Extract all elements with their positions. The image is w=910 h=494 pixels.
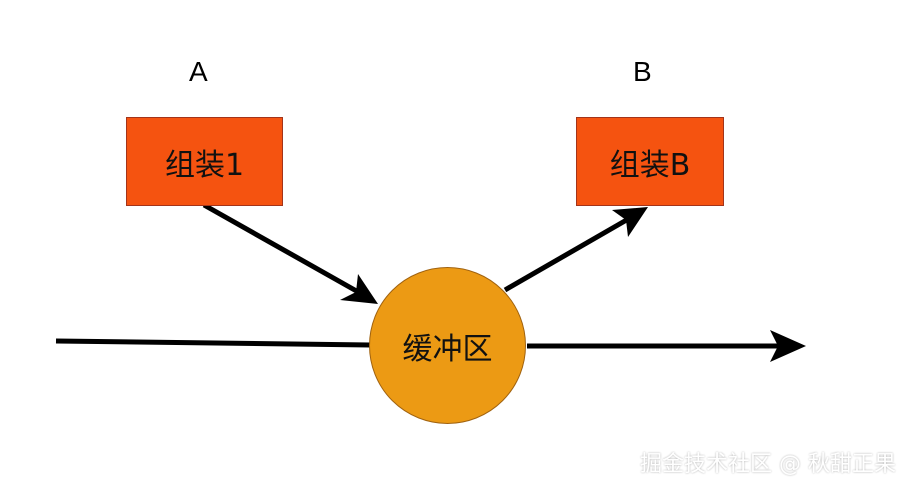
edge-input-to-buffer [55,338,371,348]
buffer-node: 缓冲区 [369,267,526,424]
arrowhead-assemblyB [612,207,648,237]
edge-buffer-to-assemblyB [503,215,632,293]
buffer-label: 缓冲区 [402,331,493,367]
assembly-b-label: 组装B [609,147,691,183]
watermark-text: 掘金技术社区 @ 秋甜正果 [640,452,896,477]
arrowhead-output [770,330,806,362]
label-a: A [189,56,208,87]
arrowhead-buffer [340,274,378,304]
label-b: B [633,56,652,87]
assembly-1-box: 组装1 [126,117,283,206]
assembly-b-box: 组装B [576,117,724,206]
edge-assembly1-to-buffer [202,202,362,296]
assembly-1-label: 组装1 [164,147,245,183]
